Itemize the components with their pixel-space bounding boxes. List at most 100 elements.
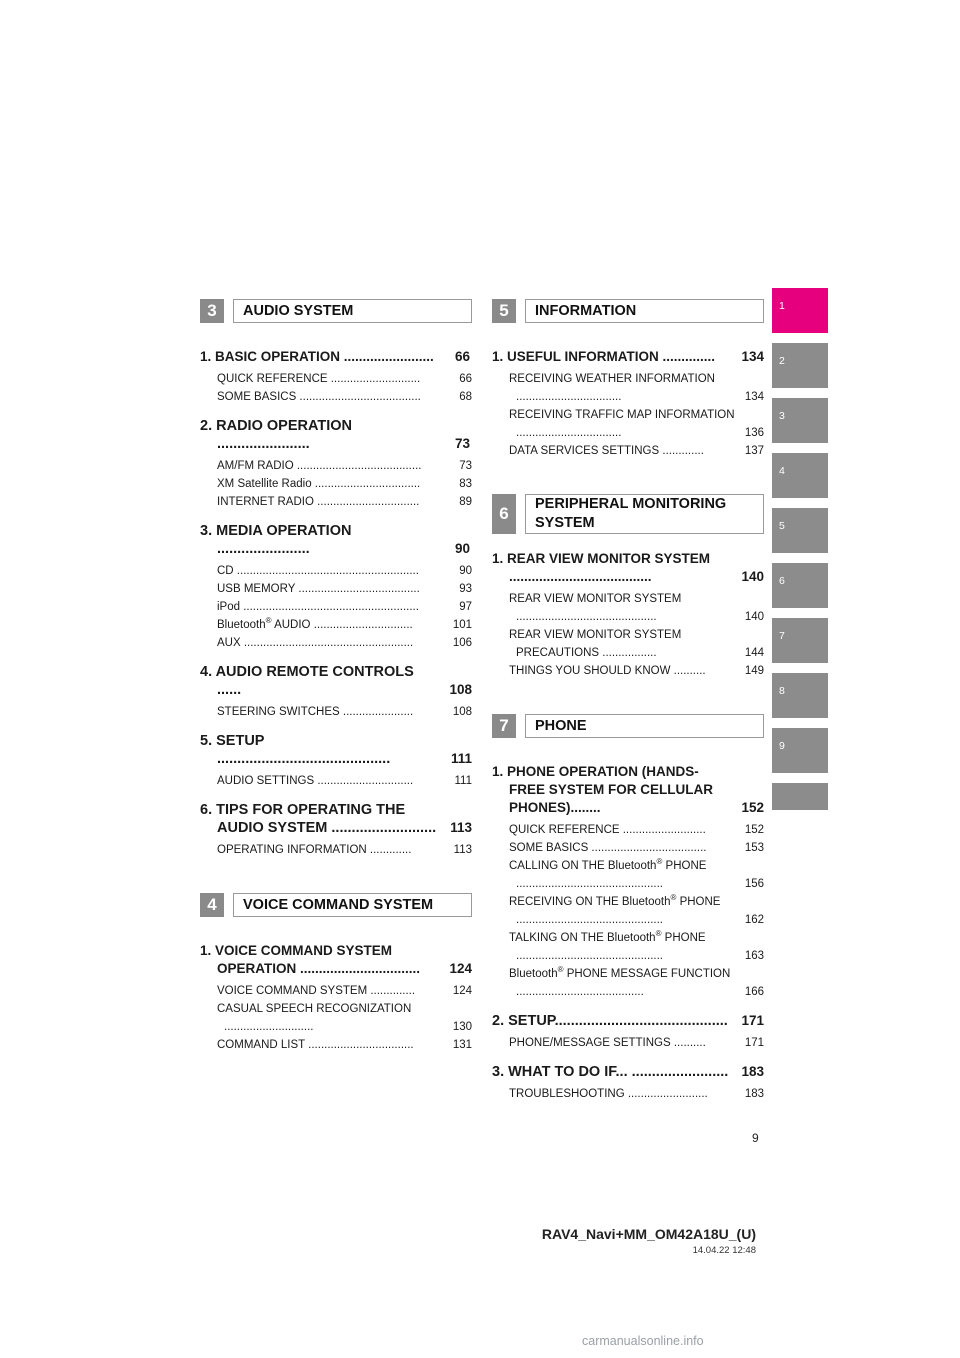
toc-sub-link[interactable]: OPERATING INFORMATION .............113 — [200, 841, 472, 859]
toc-sub-link[interactable]: Bluetooth® PHONE MESSAGE FUNCTION ......… — [492, 965, 764, 1001]
sub-label: Bluetooth® PHONE MESSAGE FUNCTION ......… — [509, 965, 764, 1001]
toc-sub-link[interactable]: TALKING ON THE Bluetooth® PHONE ........… — [492, 929, 764, 965]
sub-page: 149 — [745, 662, 764, 680]
chapter-page: 171 — [741, 1012, 764, 1030]
toc-chapter-link[interactable]: 1. VOICE COMMAND SYSTEM OPERATION ......… — [200, 942, 472, 978]
toc-sub-link[interactable]: Bluetooth® AUDIO .......................… — [200, 616, 472, 634]
toc-sub-link[interactable]: USB MEMORY .............................… — [200, 580, 472, 598]
sub-label-post: PHONE MESSAGE FUNCTION .................… — [516, 968, 731, 998]
toc-sub-link[interactable]: TROUBLESHOOTING ........................… — [492, 1085, 764, 1103]
section-number: 4 — [200, 893, 224, 917]
chapter-label: 1. USEFUL INFORMATION .............. — [492, 349, 716, 364]
toc-sub-link[interactable]: REAR VIEW MONITOR SYSTEM ...............… — [492, 590, 764, 626]
toc-sub-link[interactable]: CD .....................................… — [200, 562, 472, 580]
toc-chapter-link[interactable]: 1. USEFUL INFORMATION .............. 134 — [492, 348, 764, 366]
toc-section: 7 PHONE 1. PHONE OPERATION (HANDS-FREE SYS… — [492, 714, 764, 1103]
toc-sub-link[interactable]: INTERNET RADIO .........................… — [200, 493, 472, 511]
sub-label: CALLING ON THE Bluetooth® PHONE ........… — [509, 857, 764, 893]
toc-sub-link[interactable]: iPod ...................................… — [200, 598, 472, 616]
chapter-page: 108 — [449, 681, 472, 699]
section-number: 7 — [492, 714, 516, 738]
toc-chapter-link[interactable]: 3. WHAT TO DO IF... ....................… — [492, 1063, 764, 1081]
sub-label-pre: TALKING ON THE Bluetooth — [509, 932, 656, 944]
sub-label-pre: CALLING ON THE Bluetooth — [509, 860, 657, 872]
chapter-tab-blank[interactable] — [772, 783, 828, 810]
toc-chapter-link[interactable]: 6. TIPS FOR OPERATING THE AUDIO SYSTEM .… — [200, 801, 472, 837]
toc-sub-link[interactable]: QUICK REFERENCE ........................… — [200, 370, 472, 388]
toc-chapter-link[interactable]: 4. AUDIO REMOTE CONTROLS ......108 — [200, 663, 472, 699]
tab-label: 6 — [779, 575, 785, 587]
toc-sub-link[interactable]: PHONE/MESSAGE SETTINGS ..........171 — [492, 1034, 764, 1052]
toc-sub-link[interactable]: SOME BASICS ............................… — [200, 388, 472, 406]
tab-label: 1 — [779, 300, 785, 312]
sub-page: 152 — [745, 821, 764, 839]
registered-mark: ® — [656, 857, 663, 867]
registered-mark: ® — [557, 965, 564, 975]
chapter-tab-8[interactable]: 8 — [772, 673, 828, 718]
toc-chapter-link[interactable]: 3. MEDIA OPERATION .....................… — [200, 522, 472, 558]
tab-label: 4 — [779, 465, 785, 477]
toc-sub-link[interactable]: THINGS YOU SHOULD KNOW .......... 149 — [492, 662, 764, 680]
section-title: INFORMATION — [525, 299, 764, 323]
toc-sub-link[interactable]: SOME BASICS ............................… — [492, 839, 764, 857]
toc-sub-list: TROUBLESHOOTING ........................… — [492, 1085, 764, 1103]
toc-sub-link[interactable]: AM/FM RADIO ............................… — [200, 457, 472, 475]
toc-sub-link[interactable]: AUX ....................................… — [200, 634, 472, 652]
chapter-tab-9[interactable]: 9 — [772, 728, 828, 773]
toc-sub-link[interactable]: QUICK REFERENCE ........................… — [492, 821, 764, 839]
chapter-tab-7[interactable]: 7 — [772, 618, 828, 663]
toc-sub-link[interactable]: AUDIO SETTINGS .........................… — [200, 772, 472, 790]
sub-label: QUICK REFERENCE ........................… — [217, 373, 421, 385]
toc-sub-link[interactable]: XM Satellite Radio .....................… — [200, 475, 472, 493]
sub-page: 97 — [459, 598, 472, 616]
chapter-tab-3[interactable]: 3 — [772, 398, 828, 443]
toc-sub-link[interactable]: RECEIVING ON THE Bluetooth® PHONE ......… — [492, 893, 764, 929]
sub-page: 124 — [453, 982, 472, 1000]
toc-sub-link[interactable]: CALLING ON THE Bluetooth® PHONE ........… — [492, 857, 764, 893]
toc-sub-link[interactable]: DATA SERVICES SETTINGS .............137 — [492, 442, 764, 460]
chapter-label: 1. REAR VIEW MONITOR SYSTEM ............… — [492, 551, 711, 584]
registered-mark: ® — [655, 929, 662, 939]
chapter-tabs: 1 2 3 4 5 6 7 8 9 — [772, 288, 828, 820]
toc-sub-link[interactable]: VOICE COMMAND SYSTEM .............. 124 — [200, 982, 472, 1000]
toc-sub-link[interactable]: RECEIVING TRAFFIC MAP INFORMATION ......… — [492, 406, 764, 442]
toc-chapter-link[interactable]: 2. RADIO OPERATION .....................… — [200, 417, 472, 453]
toc-chapter-link[interactable]: 2. SETUP................................… — [492, 1012, 764, 1030]
sub-label: QUICK REFERENCE ........................… — [509, 824, 706, 836]
sub-label: PHONE/MESSAGE SETTINGS .......... — [509, 1037, 706, 1049]
sub-label: VOICE COMMAND SYSTEM .............. — [217, 985, 416, 997]
sub-label: THINGS YOU SHOULD KNOW .......... — [509, 665, 706, 677]
sub-label-pre: Bluetooth — [509, 968, 558, 980]
toc-chapter-link[interactable]: 1. REAR VIEW MONITOR SYSTEM ............… — [492, 550, 764, 586]
toc-sub-link[interactable]: REAR VIEW MONITOR SYSTEM PRECAUTIONS ...… — [492, 626, 764, 662]
registered-mark: ® — [265, 616, 272, 626]
toc-sub-link[interactable]: COMMAND LIST ...........................… — [200, 1036, 472, 1054]
chapter-label: 6. TIPS FOR OPERATING THE AUDIO SYSTEM .… — [200, 802, 437, 836]
chapter-label: 2. SETUP................................… — [492, 1013, 728, 1029]
sub-page: 89 — [459, 493, 472, 511]
toc-sub-link[interactable]: RECEIVING WEATHER INFORMATION ..........… — [492, 370, 764, 406]
chapter-tab-1[interactable]: 1 — [772, 288, 828, 333]
toc-sub-link[interactable]: CASUAL SPEECH RECOGNIZATION ............… — [200, 1000, 472, 1036]
tab-label: 8 — [779, 685, 785, 697]
chapter-label: 3. WHAT TO DO IF... ....................… — [492, 1064, 729, 1080]
chapter-page: 73 — [455, 435, 472, 453]
toc-sub-link[interactable]: STEERING SWITCHES ......................… — [200, 703, 472, 721]
sub-page: 130 — [453, 1018, 472, 1036]
sub-page: 144 — [745, 644, 764, 662]
chapter-tab-2[interactable]: 2 — [772, 343, 828, 388]
section-title: PHONE — [525, 714, 764, 738]
chapter-tab-5[interactable]: 5 — [772, 508, 828, 553]
toc-chapter-link[interactable]: 5. SETUP ...............................… — [200, 732, 472, 768]
chapter-page: 134 — [741, 348, 764, 366]
chapter-tab-4[interactable]: 4 — [772, 453, 828, 498]
chapter-page: 183 — [741, 1063, 764, 1081]
toc-chapter-link[interactable]: 1. BASIC OPERATION .....................… — [200, 348, 472, 366]
chapter-tab-6[interactable]: 6 — [772, 563, 828, 608]
toc-chapter-link[interactable]: 1. PHONE OPERATION (HANDS-FREE SYSTEM FO… — [492, 763, 764, 817]
chapter-page: 66 — [455, 348, 472, 366]
sub-label: AM/FM RADIO ............................… — [217, 460, 422, 472]
